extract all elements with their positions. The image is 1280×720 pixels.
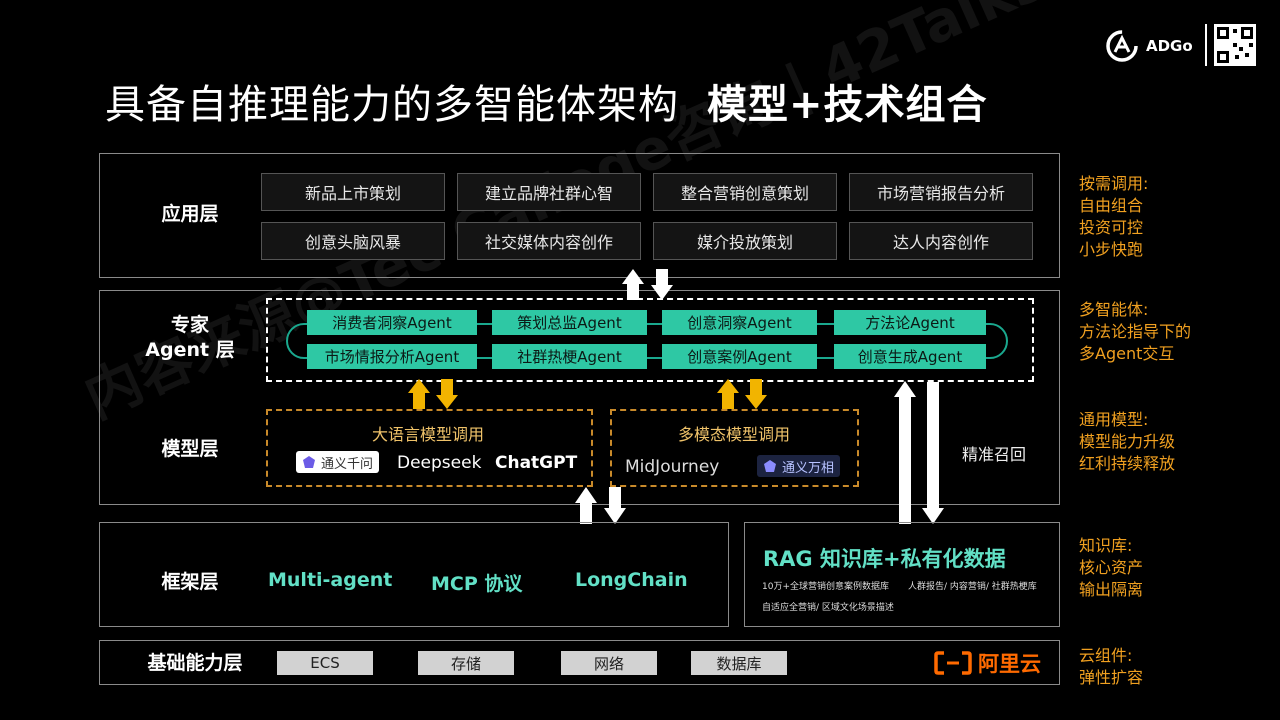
base-item: ECS (277, 651, 373, 675)
logo-divider (1205, 24, 1207, 66)
note-line: 小步快跑 (1079, 240, 1144, 259)
note-line: 知识库: (1079, 536, 1133, 555)
note-line: 红利持续释放 (1079, 454, 1176, 473)
up-arrow-icon (408, 379, 430, 409)
midjourney-label: MidJourney (625, 457, 720, 477)
llm-title: 大语言模型调用 (372, 425, 485, 444)
note-multi-agent: 多智能体: 方法论指导下的 多Agent交互 (1079, 299, 1191, 365)
note-cloud: 云组件: 弹性扩容 (1079, 645, 1143, 689)
app-item: 建立品牌社群心智 (457, 173, 641, 211)
aliyun-label: 阿里云 (978, 652, 1041, 676)
tongyi-logo-icon (303, 456, 315, 468)
app-item: 媒介投放策划 (653, 222, 837, 260)
note-line: 按需调用: (1079, 174, 1149, 193)
multimodal-box (610, 409, 859, 487)
adgo-logo-icon (1106, 30, 1138, 62)
up-arrow-icon (717, 379, 739, 409)
note-line: 多智能体: (1079, 300, 1149, 319)
note-line: 通用模型: (1079, 410, 1149, 429)
logo-text: ADGo (1146, 37, 1193, 55)
framework-item: LongChain (575, 569, 688, 591)
deepseek-label: Deepseek (397, 453, 482, 473)
agent-item: 市场情报分析Agent (307, 344, 477, 369)
agent-layer-label: 专家 Agent 层 (130, 313, 250, 362)
multimodal-title: 多模态模型调用 (678, 425, 791, 444)
agent-item: 消费者洞察Agent (307, 310, 477, 335)
agent-layer-label-line2: Agent 层 (145, 338, 235, 361)
title-bold: 模型+技术组合 (707, 82, 988, 128)
logo: ADGo (1104, 28, 1200, 64)
rag-detail: 自适应全营销/ 区域文化场景描述 (762, 603, 894, 613)
aliyun-logo-icon (934, 651, 972, 675)
chatgpt-label: ChatGPT (495, 453, 578, 473)
agent-container (266, 298, 1034, 382)
framework-layer (99, 522, 729, 627)
down-arrow-icon (922, 382, 944, 524)
qr-code-icon (1214, 24, 1256, 66)
agent-model-layer (99, 290, 1060, 505)
note-on-demand: 按需调用: 自由组合 投资可控 小步快跑 (1079, 173, 1148, 261)
framework-item: MCP 协议 (431, 573, 523, 595)
note-line: 方法论指导下的 (1079, 322, 1192, 341)
note-knowledge-base: 知识库: 核心资产 输出隔离 (1079, 535, 1143, 601)
down-arrow-icon (436, 379, 458, 409)
agent-item: 策划总监Agent (492, 310, 647, 335)
agent-item: 方法论Agent (834, 310, 986, 335)
app-item: 整合营销创意策划 (653, 173, 837, 211)
up-arrow-icon (622, 269, 644, 300)
base-layer-label: 基础能力层 (147, 652, 243, 674)
base-item: 数据库 (691, 651, 787, 675)
rag-detail: 10万+全球营销创意案例数据库 (762, 582, 889, 592)
rag-box (744, 522, 1060, 627)
app-layer (99, 153, 1060, 278)
framework-item: Multi-agent (268, 569, 393, 591)
note-line: 自由组合 (1079, 196, 1144, 215)
up-arrow-icon (575, 487, 597, 524)
agent-item: 社群热梗Agent (492, 344, 647, 369)
app-layer-label: 应用层 (161, 203, 219, 225)
note-line: 输出隔离 (1079, 580, 1144, 599)
wanxiang-logo-icon (764, 460, 776, 472)
app-item: 社交媒体内容创作 (457, 222, 641, 260)
tongyi-qianwen-tag: 通义千问 (296, 451, 380, 473)
llm-box (266, 409, 593, 487)
page-title: 具备自推理能力的多智能体架构模型+技术组合 (105, 72, 988, 130)
base-item: 存储 (418, 651, 514, 675)
app-item: 创意头脑风暴 (261, 222, 445, 260)
note-line: 投资可控 (1079, 218, 1144, 237)
app-item: 达人内容创作 (849, 222, 1033, 260)
note-line: 弹性扩容 (1079, 668, 1144, 687)
down-arrow-icon (651, 269, 673, 300)
note-line: 云组件: (1079, 646, 1133, 665)
aliyun-logo: 阿里云 (934, 648, 1041, 678)
down-arrow-icon (745, 379, 767, 409)
note-line: 核心资产 (1079, 558, 1144, 577)
tongyi-wanxiang-label: 通义万相 (782, 460, 835, 476)
agent-item: 创意洞察Agent (662, 310, 817, 335)
app-item: 新品上市策划 (261, 173, 445, 211)
rag-detail: 人群报告/ 内容营销/ 社群热梗库 (908, 582, 1037, 592)
agent-item: 创意案例Agent (662, 344, 817, 369)
note-line: 模型能力升级 (1079, 432, 1176, 451)
rag-title: RAG 知识库+私有化数据 (763, 547, 1006, 571)
agent-loop (286, 323, 1008, 359)
framework-layer-label: 框架层 (161, 571, 219, 593)
base-item: 网络 (561, 651, 657, 675)
recall-label: 精准召回 (962, 445, 1027, 464)
app-item: 市场营销报告分析 (849, 173, 1033, 211)
note-general-model: 通用模型: 模型能力升级 红利持续释放 (1079, 409, 1175, 475)
agent-layer-label-line1: 专家 (170, 314, 209, 336)
base-layer (99, 640, 1060, 685)
agent-item: 创意生成Agent (834, 344, 986, 369)
up-arrow-icon (894, 381, 916, 524)
model-layer-label: 模型层 (161, 438, 219, 460)
tongyi-wanxiang-tag: 通义万相 (757, 455, 841, 477)
down-arrow-icon (604, 487, 626, 524)
note-line: 多Agent交互 (1079, 344, 1175, 363)
tongyi-qianwen-label: 通义千问 (321, 456, 374, 472)
title-main: 具备自推理能力的多智能体架构 (105, 82, 679, 128)
